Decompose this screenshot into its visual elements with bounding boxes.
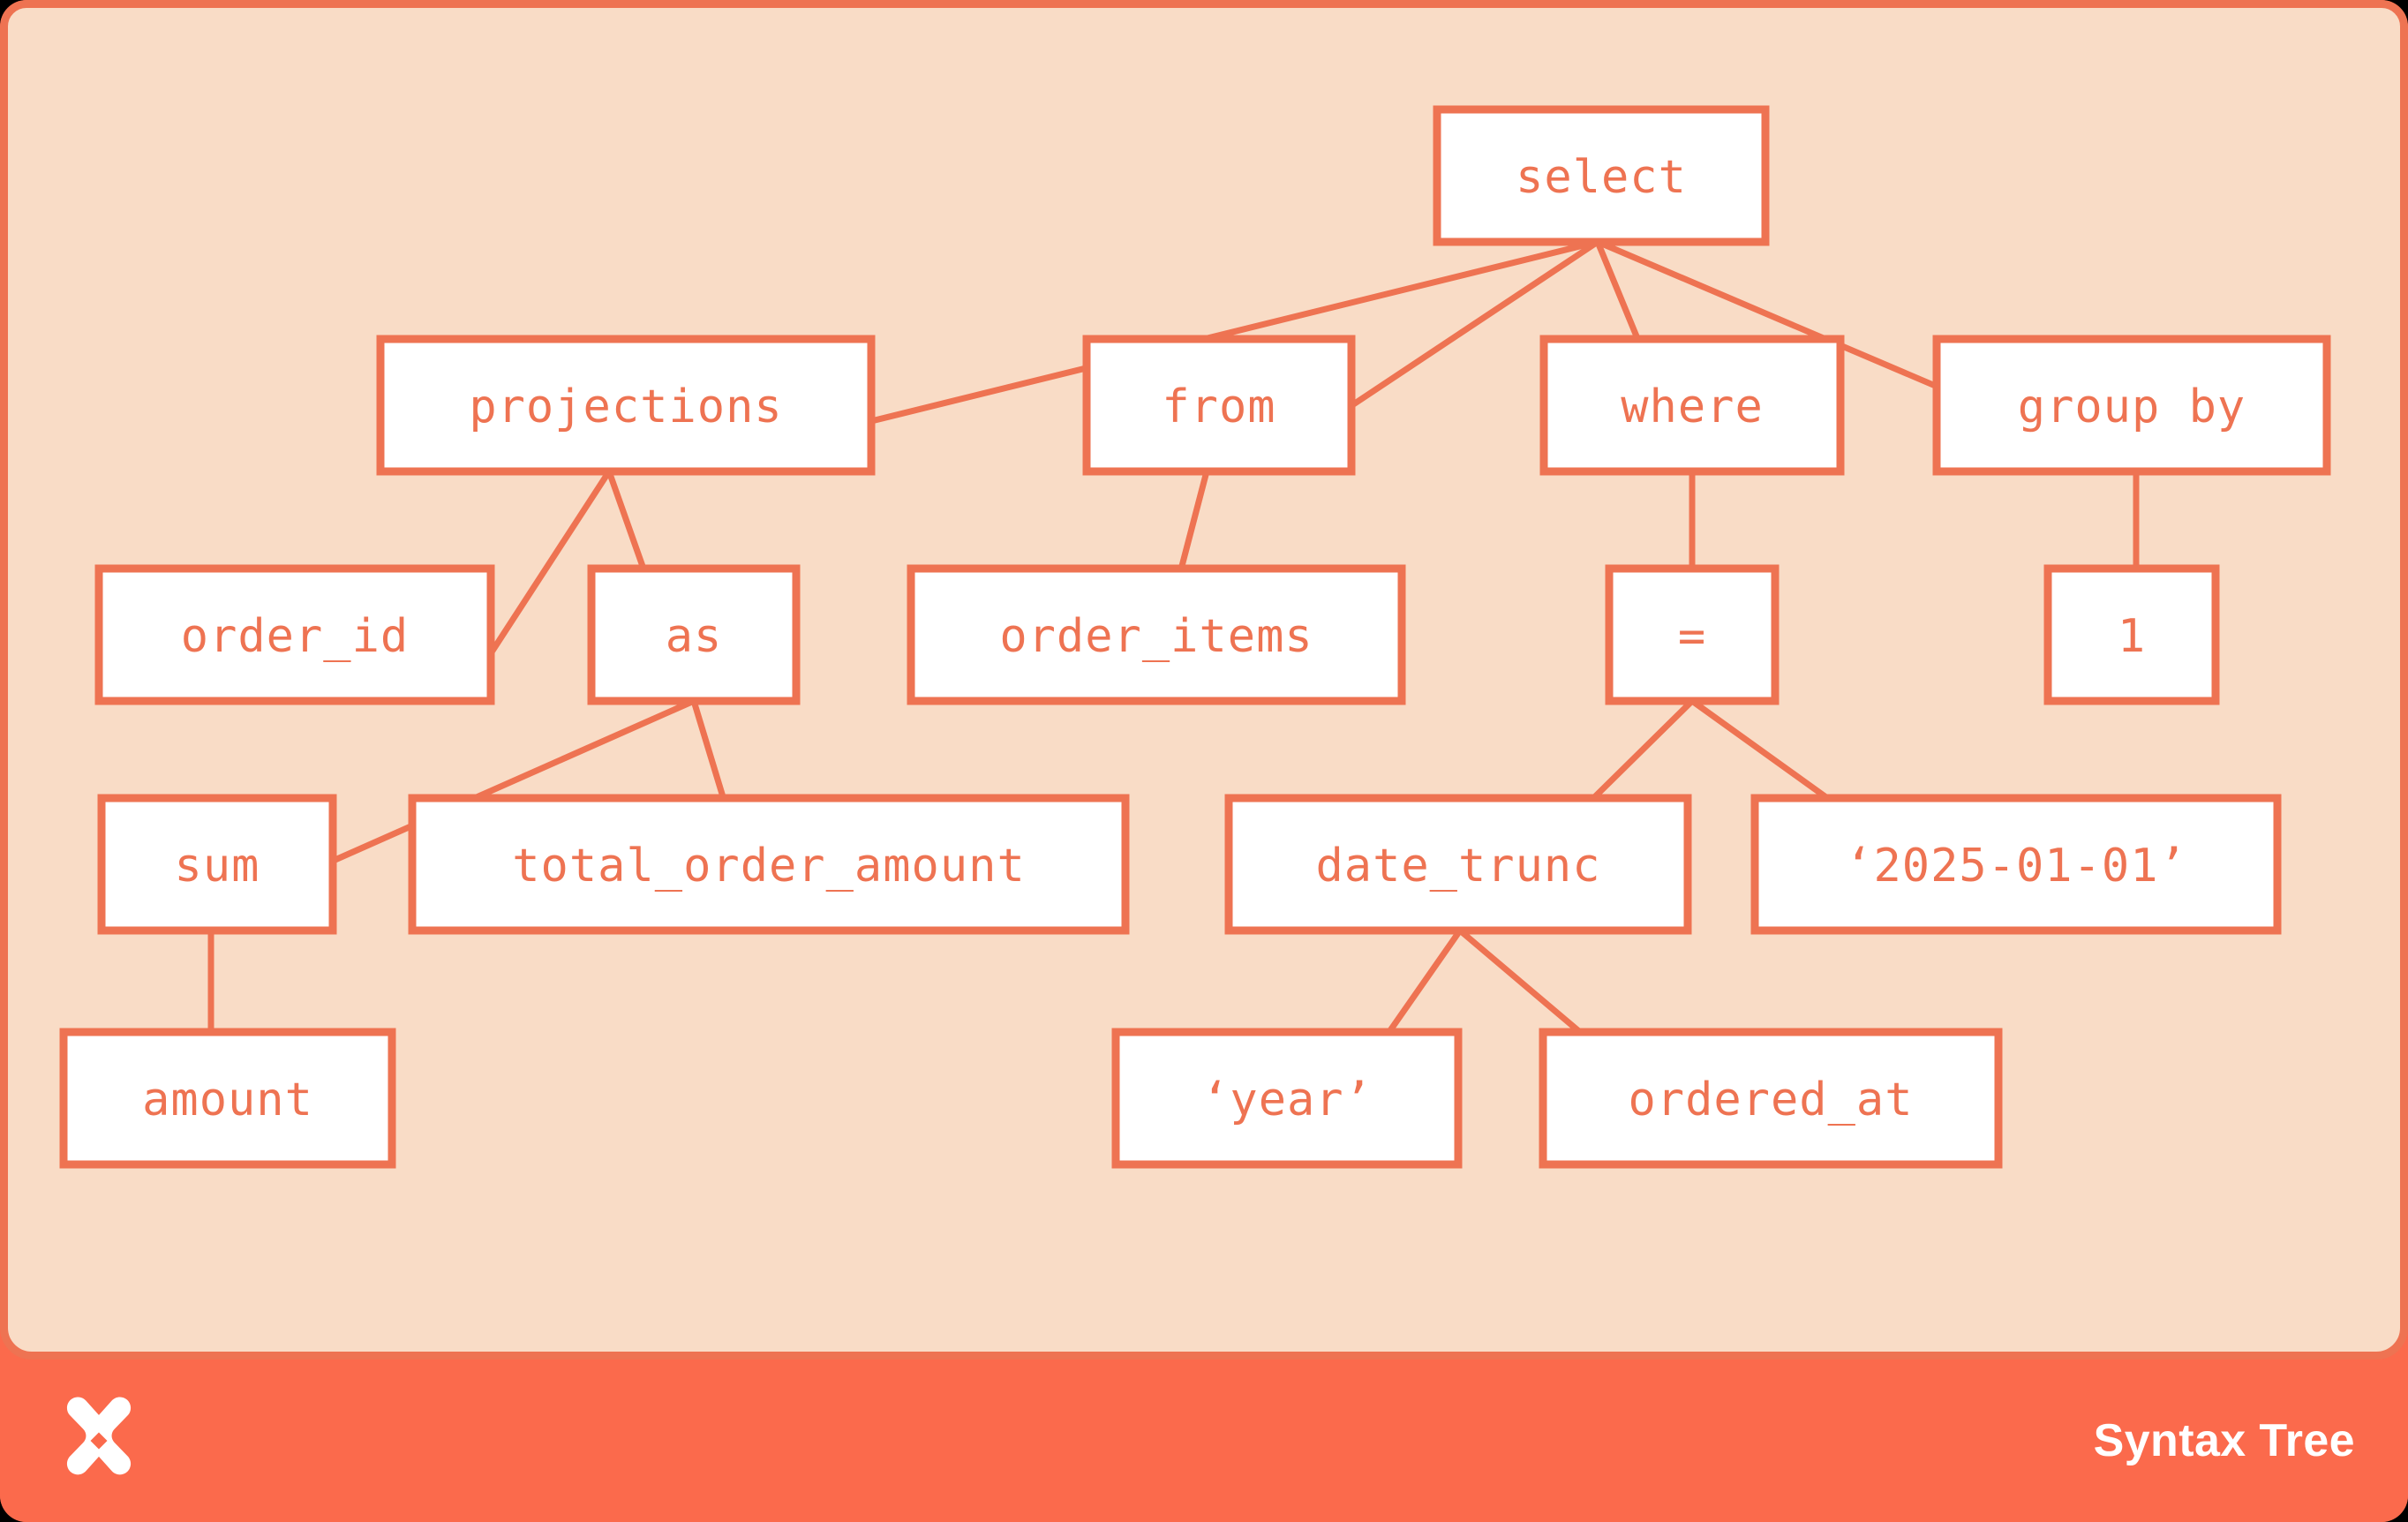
tree-node-label-projections: projections (469, 380, 782, 433)
tree-node-box-where (1539, 335, 1845, 476)
tree-node-equals[interactable]: = (1605, 564, 1780, 705)
tree-node-one[interactable]: 1 (2043, 564, 2220, 705)
tree-node-date_literal[interactable]: ‘2025-01-01’ (1750, 794, 2282, 935)
tree-node-label-total_order_amount: total_order_amount (512, 840, 1026, 893)
tree-node-label-one: 1 (2118, 610, 2146, 663)
tree-node-box-sum (97, 794, 337, 935)
tree-node-box-total_order_amount (408, 794, 1130, 935)
tree-node-box-projections (376, 335, 876, 476)
tree-node-box-as (587, 564, 801, 705)
tree-node-label-order_id: order_id (181, 610, 409, 663)
tree-node-year_literal[interactable]: ‘year’ (1111, 1028, 1463, 1169)
tree-node-label-equals: = (1678, 610, 1706, 663)
tree-node-label-from: from (1162, 380, 1275, 433)
tree-node-sum[interactable]: sum (97, 794, 337, 935)
tree-node-label-as: as (666, 610, 723, 663)
tree-node-box-year_literal (1111, 1028, 1463, 1169)
tree-node-label-group_by: group by (2018, 380, 2246, 433)
footer-title: Syntax Tree (2093, 1415, 2355, 1466)
tree-node-order_id[interactable]: order_id (94, 564, 495, 705)
tree-node-box-group_by (1932, 335, 2331, 476)
tree-node-label-select: select (1516, 151, 1687, 204)
tree-node-date_trunc[interactable]: date_trunc (1224, 794, 1692, 935)
tree-node-ordered_at[interactable]: ordered_at (1539, 1028, 2003, 1169)
tree-node-box-ordered_at (1539, 1028, 2003, 1169)
tree-node-box-equals (1605, 564, 1780, 705)
tree-node-select[interactable]: select (1433, 105, 1770, 246)
tree-node-label-amount: amount (142, 1074, 313, 1126)
tree-node-where[interactable]: where (1539, 335, 1845, 476)
tree-node-box-one (2043, 564, 2220, 705)
tree-node-label-date_literal: ‘2025-01-01’ (1845, 840, 2187, 893)
tree-node-box-date_literal (1750, 794, 2282, 935)
tree-node-label-ordered_at: ordered_at (1628, 1074, 1913, 1126)
footer-bar: Syntax Tree (0, 1360, 2408, 1522)
tree-node-projections[interactable]: projections (376, 335, 876, 476)
syntax-tree-graph: select projections from where group by order_… (59, 105, 2331, 1169)
tree-node-box-amount (59, 1028, 396, 1169)
tree-node-amount[interactable]: amount (59, 1028, 396, 1169)
tree-node-order_items[interactable]: order_items (907, 564, 1406, 705)
tree-node-label-order_items: order_items (999, 610, 1313, 663)
tree-node-box-order_items (907, 564, 1406, 705)
x-star-logo-icon (66, 1397, 132, 1475)
tree-node-as[interactable]: as (587, 564, 801, 705)
tree-node-label-year_literal: ‘year’ (1201, 1074, 1373, 1126)
tree-node-box-select (1433, 105, 1770, 246)
tree-node-box-order_id (94, 564, 495, 705)
tree-node-box-from (1082, 335, 1356, 476)
tree-nodes: select projections from where group by order_… (59, 105, 2331, 1169)
tree-node-total_order_amount[interactable]: total_order_amount (408, 794, 1130, 935)
tree-node-from[interactable]: from (1082, 335, 1356, 476)
tree-node-label-date_trunc: date_trunc (1315, 840, 1600, 893)
tree-node-group_by[interactable]: group by (1932, 335, 2331, 476)
diagram-panel: select projections from where group by order_… (0, 0, 2408, 1360)
tree-node-label-where: where (1621, 380, 1764, 433)
tree-node-box-date_trunc (1224, 794, 1692, 935)
tree-node-label-sum: sum (175, 840, 260, 893)
